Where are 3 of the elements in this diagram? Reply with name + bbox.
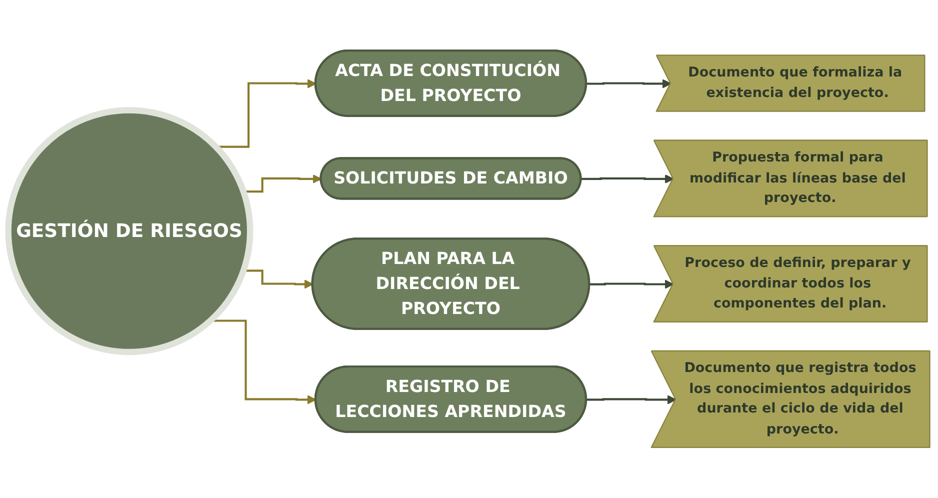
arrow <box>590 280 674 289</box>
arrow <box>581 174 674 184</box>
node-circle: GESTIÓN DE RIESGOS <box>5 107 254 356</box>
